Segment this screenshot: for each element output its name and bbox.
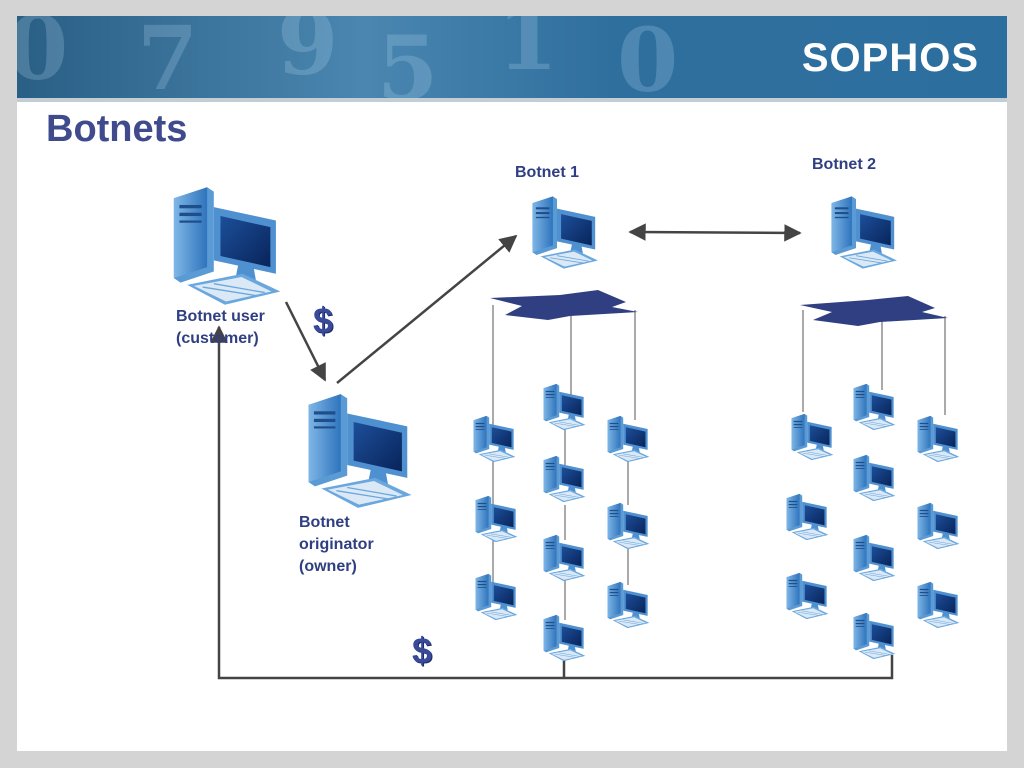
banner-decoration: 0 [17,16,69,98]
zombie-computer-icon [917,415,960,463]
zombie-computer-icon [543,455,586,503]
zombie-computer-icon [543,383,586,431]
botnet-originator-label-line1: Botnet [299,514,350,531]
dollar-sign-icon: $ [313,300,334,341]
slide-title: Botnets [46,108,188,150]
banner-decoration: 0 [617,16,679,98]
zombie-computer-icon [853,454,896,502]
dollar-sign-icon: $ [412,630,433,671]
zombie-computer-icon [543,534,586,582]
header-banner: 0 7 9 5 1 0 SOPHOS [17,16,1007,98]
zombie-computer-icon [475,495,518,543]
zombie-computer-icon [607,415,650,463]
botnet1-label: Botnet 1 [515,164,579,181]
banner-decoration: 9 [277,16,339,95]
zombie-computer-icon [917,581,960,629]
sophos-logo: SOPHOS [801,36,979,80]
banner-decoration: 5 [377,16,439,98]
zombie-computer-icon [786,572,829,620]
zombie-computer-icon [791,413,834,461]
banner-decoration: 7 [137,16,199,98]
zombie-computer-icon [853,612,896,660]
arrow-user-to-originator [284,301,327,382]
botnet2-network-hub-icon [800,296,948,326]
zombie-computer-icon [917,502,960,550]
botnet-originator-label-line2: originator [299,536,374,553]
botnet-user-label-line2: (customer) [176,330,259,347]
botnet-originator-label: Botnet originator (owner) [299,512,374,578]
slide: 0 7 9 5 1 0 SOPHOS [17,16,1007,751]
botnet1-controller-computer-icon [532,195,599,270]
arrow-botnet1-botnet2 [628,223,802,242]
botnet-user-computer-icon [173,186,282,306]
botnet2-controller-computer-icon [831,195,898,270]
botnet2-label: Botnet 2 [812,156,876,173]
botnet-user-label: Botnet user (customer) [176,306,265,350]
botnet-user-label-line1: Botnet user [176,308,265,325]
botnet-originator-label-line3: (owner) [299,558,357,575]
zombie-computer-icon [475,573,518,621]
zombie-computer-icon [607,502,650,550]
botnet1-network-hub-icon [490,290,638,320]
botnet-originator-computer-icon [307,393,413,509]
arrow-originator-to-botnet1 [336,234,518,384]
zombie-computer-icon [853,383,896,431]
zombie-computer-icon [853,534,896,582]
payment-flow-line [210,325,894,680]
header-divider [17,98,1007,102]
zombie-computer-icon [786,493,829,541]
zombie-computer-icon [543,614,586,662]
zombie-computer-icon [473,415,516,463]
banner-decoration: 1 [497,16,559,90]
zombie-computer-icon [607,581,650,629]
